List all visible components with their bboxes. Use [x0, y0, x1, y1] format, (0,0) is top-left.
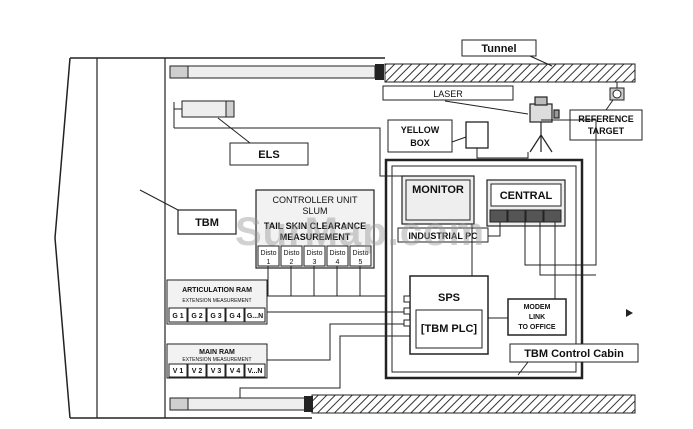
slum-label: SLUM	[302, 206, 327, 216]
tbm-shield	[54, 57, 385, 419]
bottom-ram-wiring	[239, 335, 410, 398]
main-ram-wiring	[267, 323, 404, 361]
disto-wiring	[267, 266, 410, 297]
svg-text:V 3: V 3	[211, 368, 222, 375]
tail-skin-measurement-label: MEASUREMENT	[280, 232, 351, 242]
svg-text:V 4: V 4	[230, 368, 241, 375]
sps-label: SPS	[438, 292, 460, 304]
laser-beam	[444, 100, 529, 115]
central-label: CENTRAL	[500, 190, 553, 202]
reference-target-label-2: TARGET	[588, 126, 625, 136]
industrial-pc-box	[397, 227, 489, 243]
svg-text:Disto: Disto	[330, 250, 346, 257]
modem-label-2: LINK	[529, 314, 545, 321]
total-station-icon	[529, 96, 560, 153]
industrial-pc-label: INDUSTRIAL PC	[408, 231, 478, 241]
svg-text:V 2: V 2	[192, 368, 203, 375]
svg-text:3: 3	[313, 259, 317, 266]
top-ram	[169, 64, 384, 80]
articulation-extension-label: EXTENSION MEASUREMENT	[182, 298, 251, 304]
tunnel-label: Tunnel	[481, 43, 516, 55]
tbm-control-cabin-label: TBM Control Cabin	[524, 348, 624, 360]
svg-text:G...N: G...N	[247, 313, 263, 320]
els-label-box	[229, 142, 309, 166]
tbm-plc-label: [TBM PLC]	[421, 323, 478, 335]
laser-label: LASER	[433, 89, 463, 99]
central-ports	[489, 209, 562, 223]
watermark: SurMap.com	[235, 210, 485, 254]
bottom-ram	[169, 396, 313, 412]
yellow-box-label-1: YELLOW	[401, 125, 440, 135]
svg-text:5: 5	[359, 259, 363, 266]
svg-text:G 2: G 2	[191, 313, 202, 320]
modem-label-1: MODEM	[524, 304, 551, 311]
tail-skin-clearance-label: TAIL SKIN CLEARANCE	[264, 221, 366, 231]
tbm-label: TBM	[195, 217, 219, 229]
svg-text:V...N: V...N	[248, 368, 263, 375]
yellow-box-label-2: BOX	[410, 138, 430, 148]
svg-text:Disto: Disto	[353, 250, 369, 257]
main-ram-label: MAIN RAM	[199, 349, 235, 356]
controller-unit-label: CONTROLLER UNIT	[272, 195, 358, 205]
modem-box	[507, 298, 567, 336]
disto-cells: Disto 1 Disto 2 Disto 3 Disto 4 Disto 5	[257, 245, 372, 267]
tbm-label-box	[177, 209, 237, 235]
yellow-box-label-box	[387, 119, 453, 153]
monitor-label: MONITOR	[412, 184, 464, 196]
svg-text:2: 2	[290, 259, 294, 266]
reference-target-icon	[609, 82, 625, 101]
monitor-box	[401, 175, 475, 225]
laser-label-box	[382, 85, 514, 101]
els-label: ELS	[258, 149, 279, 161]
svg-text:G 3: G 3	[210, 313, 221, 320]
svg-text:Disto: Disto	[307, 250, 323, 257]
svg-text:4: 4	[336, 259, 340, 266]
svg-text:1: 1	[267, 259, 271, 266]
right-arrow-icon	[626, 309, 633, 317]
tunnel-label-box	[461, 39, 537, 57]
yellow-box-device	[465, 121, 489, 149]
svg-text:Disto: Disto	[261, 250, 277, 257]
sps-connectors	[403, 295, 411, 327]
sps-box	[409, 275, 489, 355]
modem-label-3: TO OFFICE	[518, 324, 556, 331]
svg-text:V 1: V 1	[173, 368, 184, 375]
svg-text:G 4: G 4	[229, 313, 240, 320]
svg-text:Disto: Disto	[284, 250, 300, 257]
main-ram-cells: V 1 V 2 V 3 V 4 V...N	[168, 363, 266, 378]
tbm-control-cabin-label-box	[509, 343, 639, 363]
articulation-ram-label: ARTICULATION RAM	[182, 287, 252, 294]
articulation-cells: G 1 G 2 G 3 G 4 G...N	[168, 307, 266, 323]
main-ram-extension-label: EXTENSION MEASUREMENT	[182, 357, 251, 363]
tunnel-wall-top	[384, 63, 636, 83]
tunnel-wall-bottom	[311, 394, 636, 414]
svg-text:G 1: G 1	[172, 313, 183, 320]
els-wiring	[174, 127, 402, 177]
reference-target-label-1: REFERENCE	[578, 114, 634, 124]
